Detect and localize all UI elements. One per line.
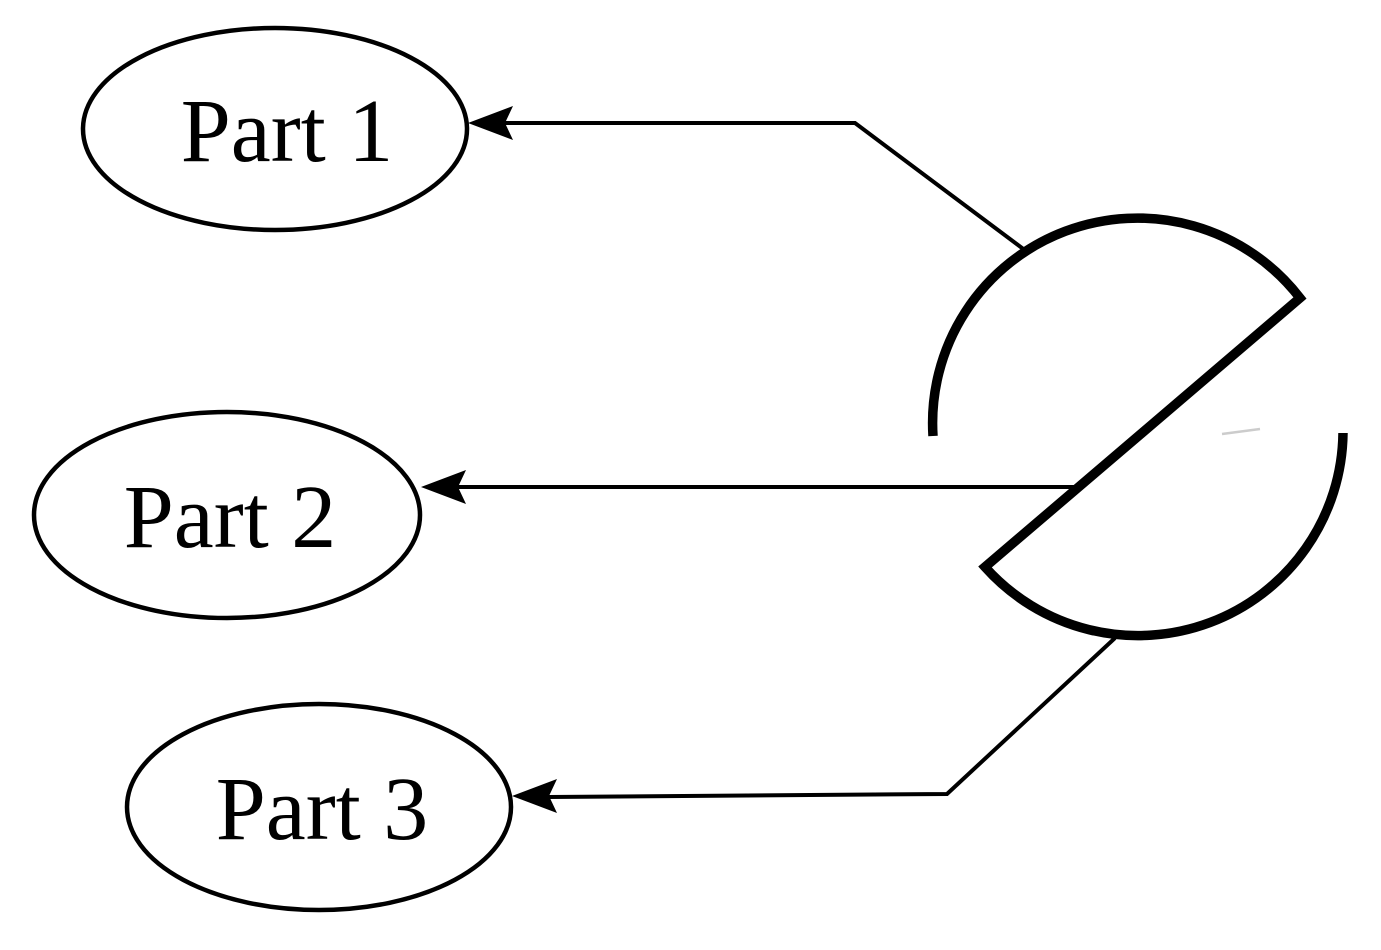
node-part2-label: Part 2	[124, 468, 336, 567]
node-part3-ellipse	[124, 701, 514, 913]
node-part2: Part 2	[31, 409, 423, 621]
node-part3: Part 3	[124, 701, 514, 913]
faint-artifact-line	[1221, 427, 1261, 436]
node-part1-label: Part 1	[181, 82, 393, 181]
node-part1: Part 1	[80, 25, 470, 233]
split-circle-icon	[927, 213, 1348, 641]
node-part1-ellipse	[80, 25, 470, 233]
edge-to-part2-arrowhead-icon	[421, 470, 466, 504]
node-part3-label: Part 3	[216, 760, 428, 859]
edge-to-part1-arrowhead-icon	[468, 106, 513, 140]
edge-to-part3-arrowhead-icon	[512, 779, 557, 813]
edge-to-part3-line	[548, 636, 1117, 799]
edge-to-part1-line	[503, 121, 1028, 253]
edge-to-part2	[421, 470, 1079, 504]
edge-to-part1	[468, 106, 1028, 253]
edge-to-part3	[512, 636, 1117, 813]
node-part2-ellipse	[31, 409, 423, 621]
